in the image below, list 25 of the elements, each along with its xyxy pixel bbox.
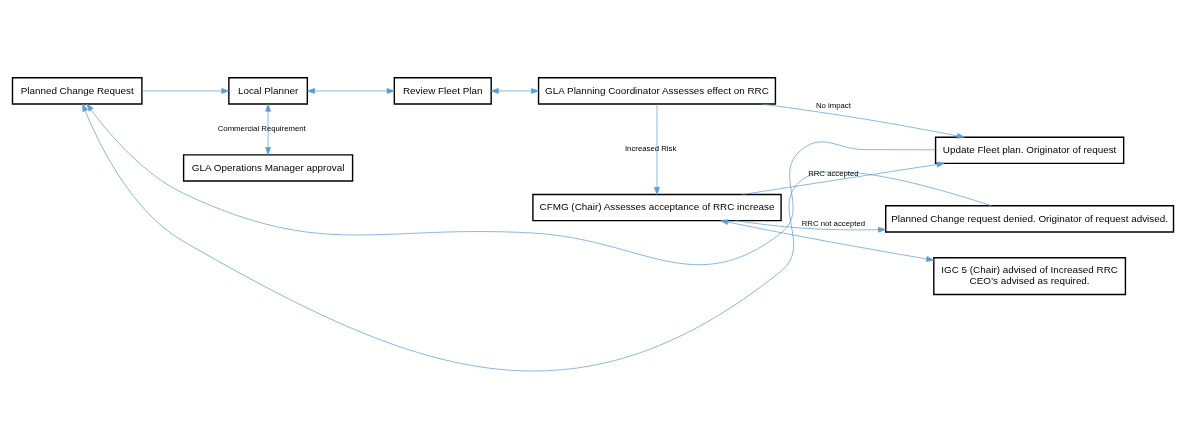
node-box: GLA Planning Coordinator Assesses effect on RRC [537,76,777,105]
edge-label: RRC not accepted [801,218,866,228]
node-box: Planned Change Request [11,76,143,105]
arrow [720,218,935,262]
node-box: Planned Change request denied. Originator of request advised. [885,204,1175,233]
arrow [265,103,271,155]
arrow [654,103,660,195]
node-box: CFMG (Chair) Assesses acceptance of RRC increase [532,193,782,221]
arrow [742,161,945,195]
arrow [82,103,992,371]
arrow [86,103,936,265]
node-box: IGC 5 (Chair) advised of Increased RRC CEO’s advised as required. [933,256,1127,295]
node-box: Review Fleet Plan [393,76,492,105]
arrow [734,219,886,232]
edge-label: RRC accepted [808,168,859,178]
arrow [761,103,965,139]
edge-label: Commercial Requirement [217,123,306,133]
node-box: GLA Operations Manager approval [182,153,354,182]
edge-label: No impact [815,100,851,110]
edge-label: Increased Risk [624,143,677,153]
arrow [307,87,395,94]
arrow [490,87,539,94]
arrow [141,87,230,94]
node-box: Update Fleet plan. Originator of request [934,136,1125,164]
node-box: Local Planner [228,76,309,105]
